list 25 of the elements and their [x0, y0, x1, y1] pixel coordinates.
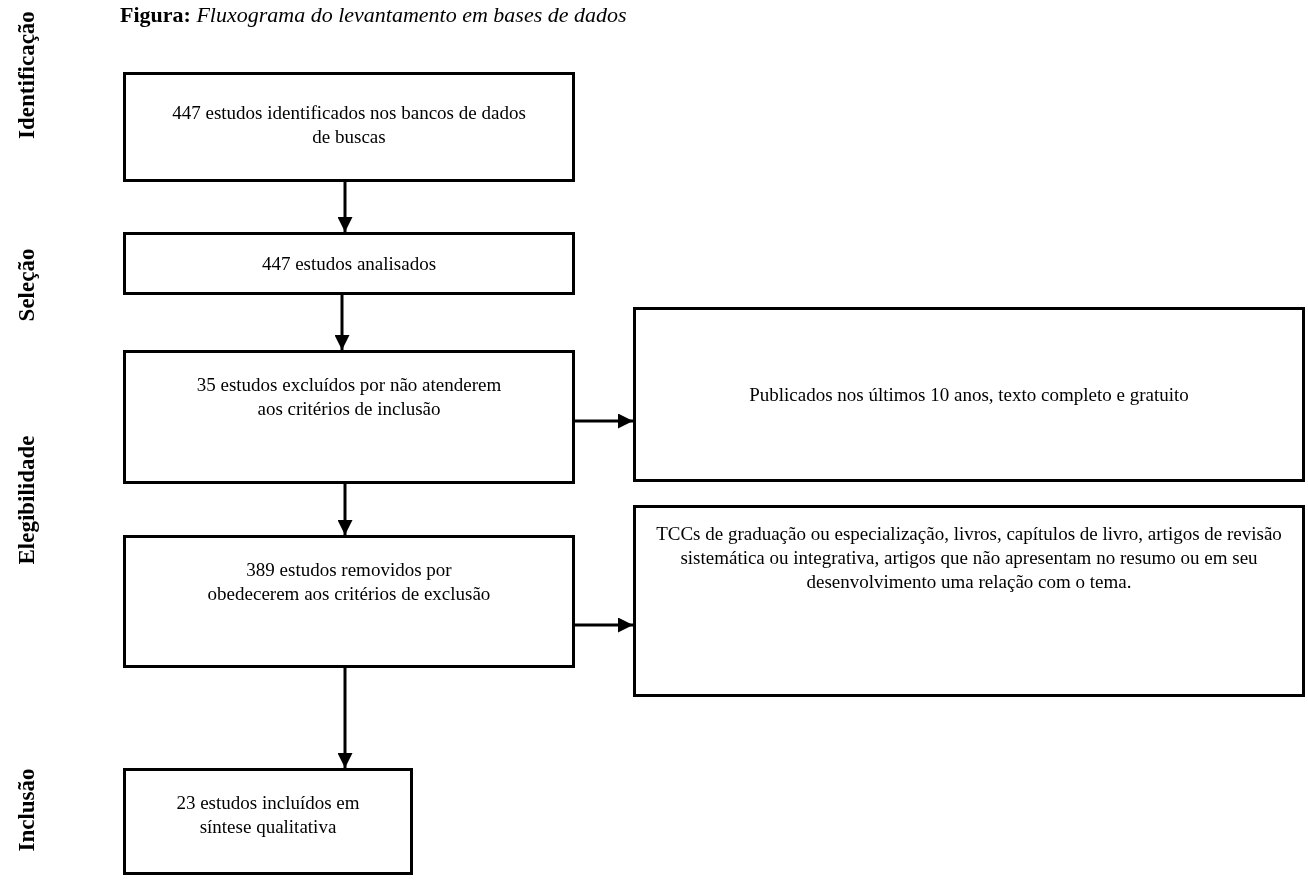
box-text: 447 estudos identificados nos bancos de dados de buscas	[172, 102, 526, 147]
arrow	[334, 295, 350, 350]
box-text: Publicados nos últimos 10 anos, texto completo e gratuito	[749, 383, 1189, 405]
stage-label: Inclusão	[14, 768, 40, 852]
process-box	[123, 350, 575, 484]
arrow	[575, 413, 633, 429]
box-text: 447 estudos analisados	[261, 253, 437, 274]
arrow	[575, 617, 633, 633]
process-box	[633, 307, 1305, 482]
arrow	[337, 668, 353, 768]
figure-title: Figura: Fluxograma do levantamento em bases de dados	[120, 2, 627, 28]
process-box	[123, 535, 575, 668]
box-text: TCCs de graduação ou especialização, livros, capítulos de livro, artigos de revisão sistemática ou integrativa, artigos que não apresentam no resumo ou em seu desenvolvimento uma relação com o tema.	[656, 523, 1282, 592]
process-box	[123, 232, 575, 295]
box-text: 389 estudos removidos por obedecerem aos critérios de exclusão	[207, 559, 491, 604]
box-text: 35 estudos excluídos por não atenderem aos critérios de inclusão	[196, 374, 502, 419]
stage-label: Elegibilidade	[14, 435, 40, 565]
stage-label: Identificação	[14, 11, 40, 139]
stage-label: Seleção	[14, 248, 40, 322]
process-box	[123, 72, 575, 182]
process-box	[633, 505, 1305, 697]
box-text: 23 estudos incluídos em síntese qualitativa	[176, 792, 360, 837]
arrow	[337, 484, 353, 535]
process-box	[123, 768, 413, 875]
arrow	[337, 182, 353, 232]
